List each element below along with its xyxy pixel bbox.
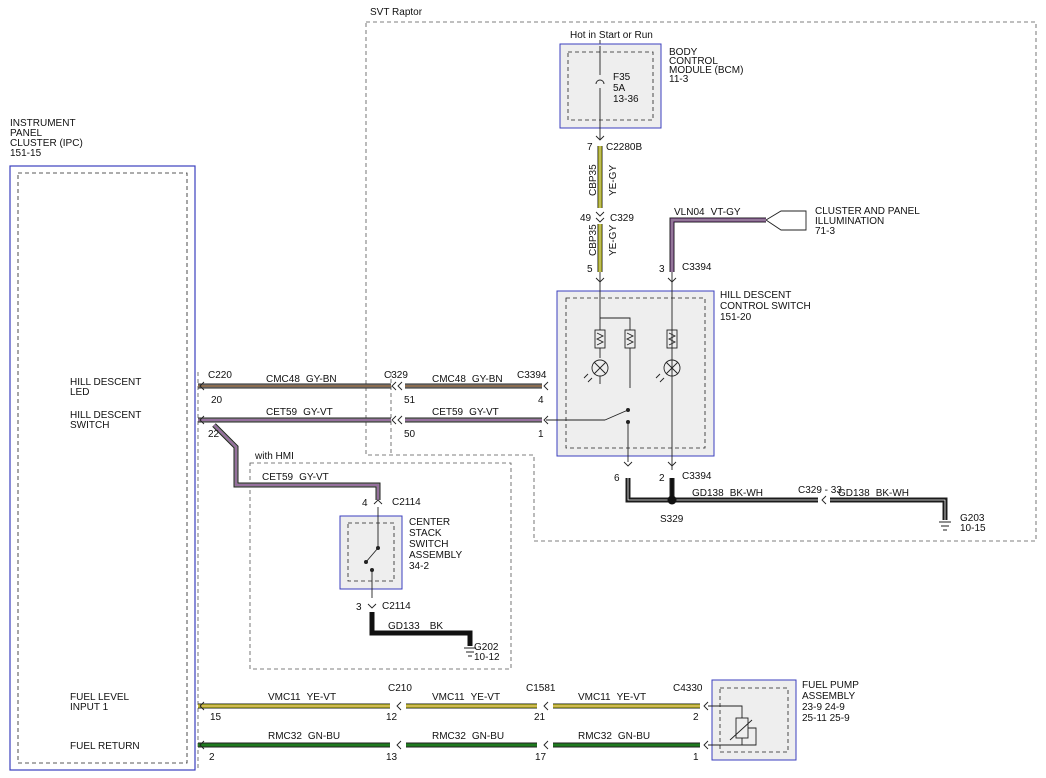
cluster-illum-name: CLUSTER AND PANEL ILLUMINATION 71-3 [815,206,922,237]
svg-text:G203 10-15: G203 10-15 [960,513,987,534]
ground-g203: G203 10-15 [939,513,987,534]
pin-numbers: 20 22 51 50 4 1 7 49 5 3 6 2 4 3 15 12 2… [208,142,699,763]
ipc-module: INSTRUMENT PANEL CLUSTER (IPC) 151-15 HI… [9,118,196,771]
connector-c210: C210 [388,683,412,694]
svg-text:15: 15 [210,712,222,723]
bcm-name: BODY CONTROL MODULE (BCM) 11-3 [669,47,746,85]
connector-c3394-top: C3394 [682,262,712,273]
ipc-signal-hill-switch: HILL DESCENT SWITCH [70,410,144,431]
svg-text:5: 5 [587,264,593,275]
svg-text:G202 10-12: G202 10-12 [474,642,501,663]
hmi-region: with HMI [249,451,512,670]
ipc-signal-fuel-level: FUEL LEVEL INPUT 1 [70,692,132,713]
connector-c3394-led: C3394 [517,370,547,381]
ground-icon [939,521,951,531]
bcm-power-label: Hot in Start or Run [570,30,653,41]
svg-text:22: 22 [208,429,220,440]
connector-c3394-bottom: C3394 [682,471,712,482]
svg-text:12: 12 [386,712,398,723]
cluster-illumination-ref: CLUSTER AND PANEL ILLUMINATION 71-3 [765,206,922,237]
connector-c329-33: C329 - 33 [798,485,842,496]
svg-text:17: 17 [535,752,547,763]
center-stack-module: CENTER STACK SWITCH ASSEMBLY 34-2 [339,507,465,598]
svg-text:4: 4 [538,395,544,406]
center-stack-name: CENTER STACK SWITCH ASSEMBLY 34-2 [409,517,465,572]
svg-text:3: 3 [356,602,362,613]
svt-raptor-region: SVT Raptor [365,7,1037,542]
wire-gd138 [625,478,948,520]
svg-text:2: 2 [693,712,699,723]
ipc-name: INSTRUMENT PANEL CLUSTER (IPC) 151-15 [10,118,86,159]
hdcs-module: HILL DESCENT CONTROL SWITCH 151-20 [546,290,814,462]
svg-text:6: 6 [614,473,620,484]
wire-vln04 [669,217,766,470]
splice-s329 [667,495,677,505]
svg-text:49: 49 [580,213,592,224]
svg-text:3: 3 [659,264,665,275]
svg-text:2: 2 [659,473,665,484]
connector-marks [199,135,827,750]
ipc-signal-hill-led: HILL DESCENT LED [70,377,144,398]
splice-label-s329: S329 [660,514,684,525]
svg-text:CBP35: CBP35 [588,164,599,196]
svg-text:YE-GY: YE-GY [608,225,619,256]
connector-c4330: C4330 [673,683,703,694]
svg-text:1: 1 [693,752,699,763]
svg-text:4: 4 [362,498,368,509]
wire-gd133 [369,612,473,646]
hdcs-switch-contact [604,409,629,421]
connector-c329: C329 [384,370,408,381]
fuel-sender-wiper [729,719,753,741]
svt-raptor-label: SVT Raptor [370,7,423,18]
svg-text:CBP35: CBP35 [588,224,599,256]
connector-c1581: C1581 [526,683,556,694]
fuse-icon [595,79,605,85]
fuel-pump-module: FUEL PUMP ASSEMBLY 23-9 24-9 25-11 25-9 [708,679,861,761]
svg-text:2: 2 [209,752,215,763]
svg-text:21: 21 [534,712,546,723]
bcm-fuse-label: F35 5A 13-36 [613,72,639,105]
hdcs-name: HILL DESCENT CONTROL SWITCH 151-20 [720,290,814,323]
bcm-module: Hot in Start or Run F35 5A 13-36 BODY CO… [559,30,746,129]
connector-c2114-bottom: C2114 [382,601,411,612]
wire-cet59 [198,417,542,500]
connector-c2114-top: C2114 [392,497,421,508]
ground-g202: G202 10-12 [464,642,501,663]
svg-text:50: 50 [404,429,416,440]
connector-c329-top: C329 [610,213,634,224]
connector-c220: C220 [208,370,232,381]
connector-c2280b: C2280B [606,142,642,153]
fuel-pump-name: FUEL PUMP ASSEMBLY 23-9 24-9 25-11 25-9 [802,680,861,724]
ipc-signal-fuel-return: FUEL RETURN [70,741,140,752]
hmi-label: with HMI [254,451,294,462]
ground-icon [464,647,476,657]
svg-text:7: 7 [587,142,593,153]
svg-text:1: 1 [538,429,544,440]
svg-text:13: 13 [386,752,398,763]
center-stack-switch-contact [365,547,379,563]
svg-text:51: 51 [404,395,416,406]
svg-text:20: 20 [211,395,223,406]
svg-text:YE-GY: YE-GY [608,165,619,196]
